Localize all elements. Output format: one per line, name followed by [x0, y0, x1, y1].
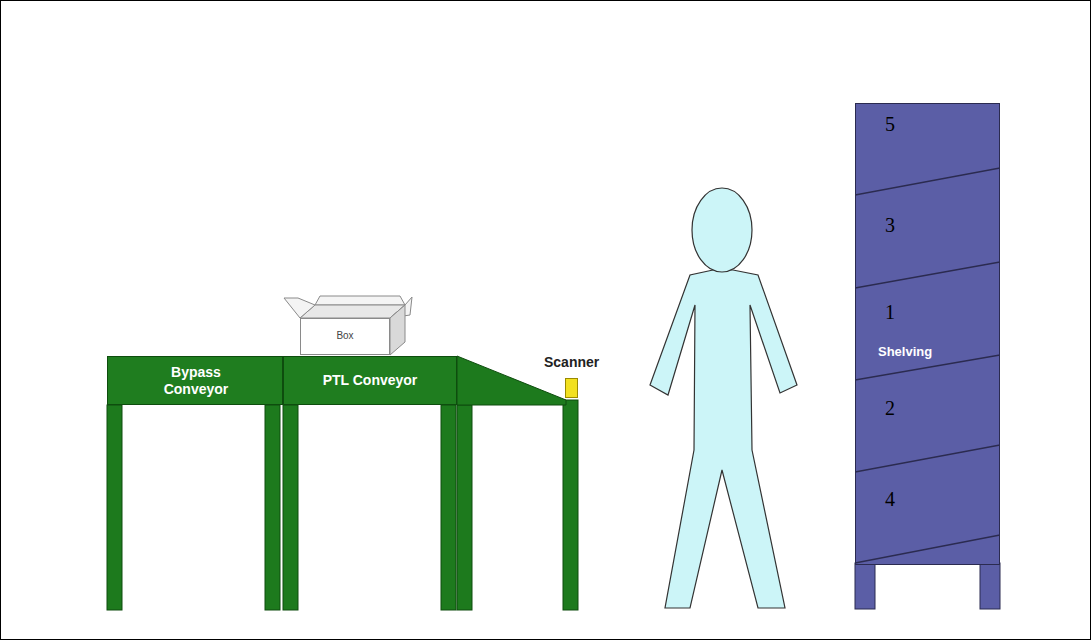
shelving-body [856, 104, 1000, 565]
conveyor-label: PTL Conveyor [284, 372, 456, 389]
shelf-leg [980, 563, 1000, 609]
box-drawing [284, 296, 412, 355]
box-label: Box [301, 330, 389, 342]
callout-number: 1 [885, 301, 895, 324]
shelving-unit: Shelving [855, 103, 1000, 565]
conveyor-label: Bypass Conveyor [156, 364, 236, 398]
conveyor-legs [107, 356, 578, 610]
shelf-dividers [855, 168, 1000, 563]
box-flap [315, 296, 405, 305]
conveyor-leg [457, 405, 472, 610]
box-face: Box [300, 318, 390, 355]
conveyor-leg [265, 405, 280, 610]
shelf-divider [855, 445, 1000, 472]
shelf-leg [855, 563, 875, 609]
conveyor-band: Bypass Conveyor [107, 356, 283, 405]
box-flap [284, 298, 315, 318]
person-figure [650, 188, 797, 608]
callout-number: 5 [885, 113, 895, 136]
conveyor-leg [563, 400, 578, 610]
scanner-device: Scanner [565, 378, 578, 398]
conveyor-band: PTL Conveyor [283, 356, 457, 405]
conveyor-leg [441, 405, 456, 610]
conveyor-leg [283, 405, 298, 610]
shelving-outline [855, 103, 1000, 565]
box-opening [300, 305, 405, 318]
callout-number: 2 [885, 397, 895, 420]
shelving-legs [855, 563, 1000, 609]
callout-number: 3 [885, 214, 895, 237]
callout-number: 4 [885, 488, 895, 511]
person-body [650, 270, 797, 608]
conveyor-leg [107, 405, 122, 610]
shelf-divider [855, 535, 1000, 563]
person-head [692, 188, 752, 272]
shelf-divider [855, 262, 1000, 288]
scanner-label: Scanner [544, 354, 599, 371]
box-side [390, 305, 405, 355]
shelf-divider [855, 168, 1000, 195]
shelving-label: Shelving [878, 344, 932, 360]
